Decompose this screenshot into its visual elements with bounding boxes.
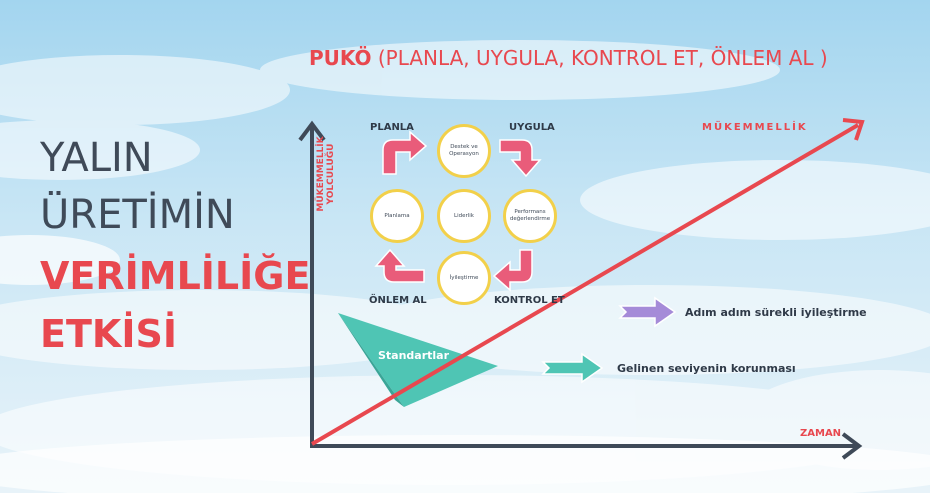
cycle-arrows (374, 130, 542, 292)
x-axis-label: ZAMAN (800, 428, 842, 439)
arrow-onlem-icon (374, 248, 425, 283)
legend-purple-arrow (618, 296, 677, 328)
title-line-3: VERİMLİLİĞE (40, 254, 311, 298)
legend-teal-label: Gelinen seviyenin korunması (617, 362, 796, 375)
circle-iyilestirme: İyileştirme (437, 251, 491, 305)
label-kontrol-et: KONTROL ET (494, 295, 565, 306)
standards-wedge (338, 313, 498, 407)
title-line-2: ÜRETİMİN (40, 192, 235, 238)
diagonal-label: MÜKEMMELLİK (702, 122, 808, 133)
arrow-kontrol-icon (492, 249, 533, 292)
label-uygula: UYGULA (509, 122, 555, 133)
title-line-4: ETKİSİ (40, 312, 177, 356)
puko-subtitle-rest: (PLANLA, UYGULA, KONTROL ET, ÖNLEM AL ) (371, 46, 828, 70)
puko-subtitle-bold: PUKÖ (309, 46, 372, 70)
label-onlem-al: ÖNLEM AL (369, 295, 427, 306)
diagonal-arrowhead (842, 118, 865, 141)
y-axis-label: MÜKEMMELLİK YOLCULUĞU (316, 136, 358, 250)
circle-destek-operasyon: Destek ve Operasyon (437, 124, 491, 178)
legend-teal-arrow (541, 352, 604, 384)
excellence-diagonal (310, 123, 860, 446)
label-planla: PLANLA (370, 122, 414, 133)
y-axis-label-line1: MÜKEMMELLİK (316, 136, 326, 212)
x-axis-arrowhead (841, 432, 863, 460)
legend-purple-label: Adım adım sürekli iyileştirme (685, 306, 867, 319)
y-axis-label-line2: YOLCULUĞU (326, 143, 337, 205)
circle-planlama: Planlama (370, 189, 424, 243)
puko-subtitle: PUKÖ (PLANLA, UYGULA, KONTROL ET, ÖNLEM … (309, 46, 828, 70)
arrow-uygula-icon (499, 139, 542, 178)
standards-label: Standartlar (378, 349, 450, 362)
circle-liderlik: Liderlik (437, 189, 491, 243)
y-axis-arrowhead (298, 120, 326, 142)
circle-performans: Performans değerlendirme (503, 189, 557, 243)
title-line-1: YALIN (40, 135, 153, 181)
clouds (0, 40, 930, 485)
arrow-planla-icon (382, 130, 428, 175)
